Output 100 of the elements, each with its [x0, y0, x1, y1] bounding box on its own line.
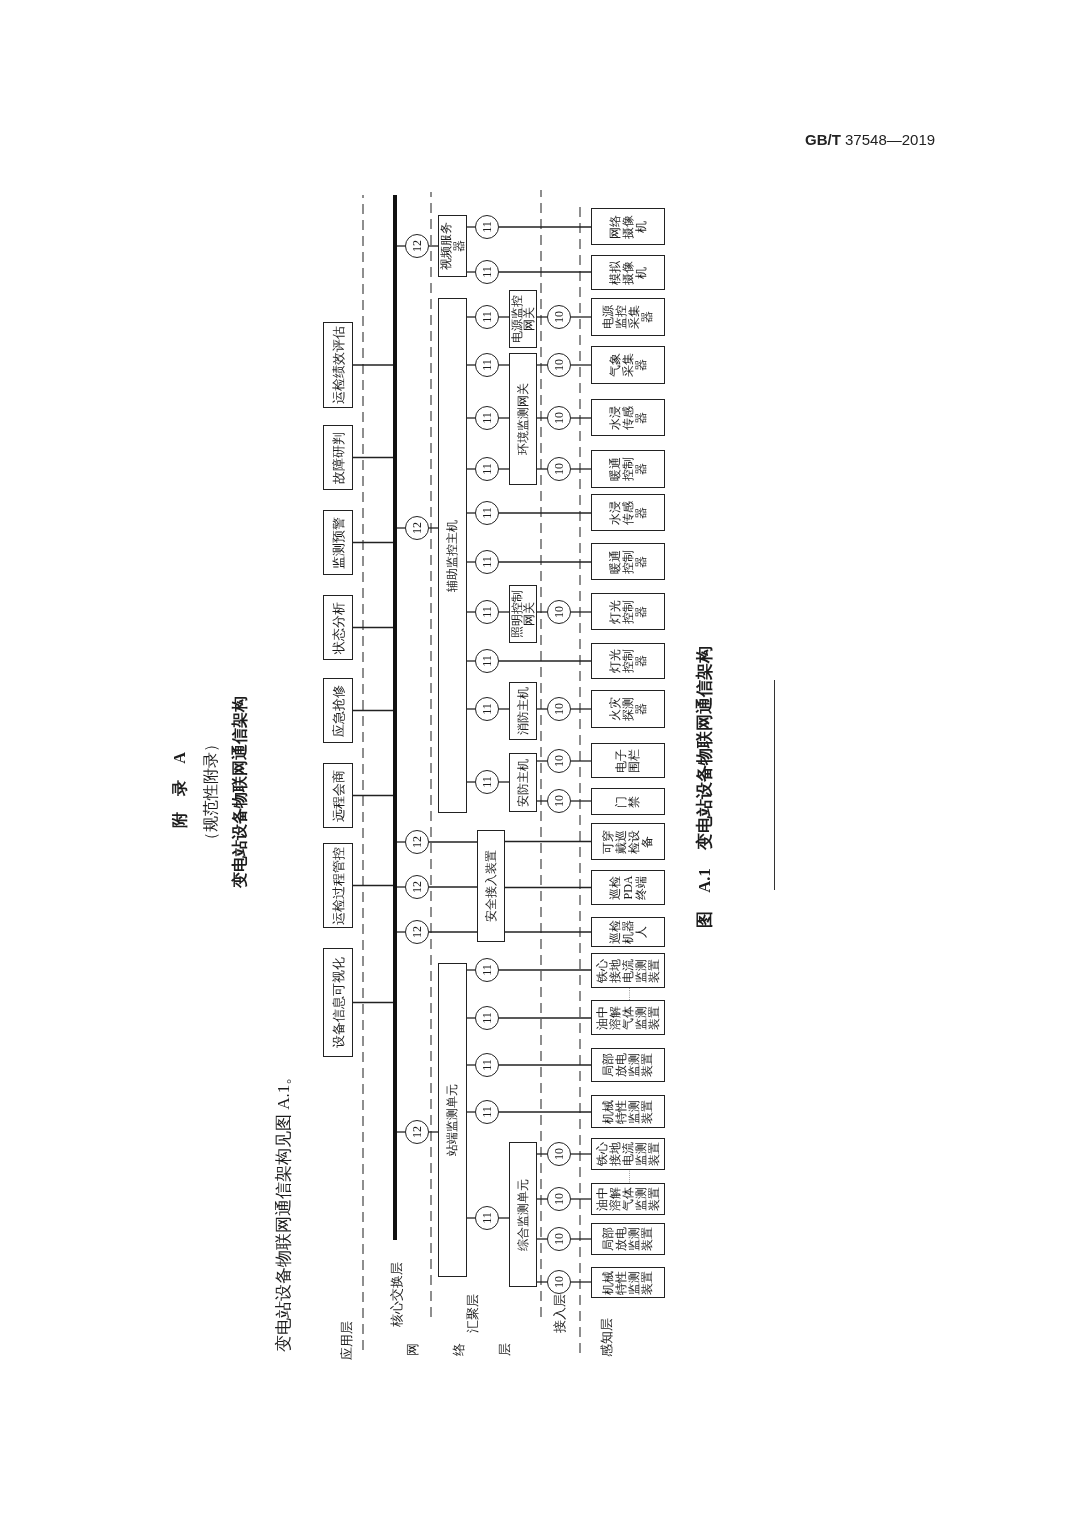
application-box: 应急抢修: [323, 678, 353, 743]
connector-line: [570, 468, 592, 470]
layer-label: 核心交换层: [388, 1262, 405, 1327]
connector-line: [536, 1238, 548, 1240]
connector-line: [498, 708, 510, 710]
connector-line: [352, 541, 394, 544]
connector-line: [536, 611, 548, 613]
connector-line: [498, 561, 592, 563]
connector-line: [466, 417, 476, 419]
layer-label: 应用层: [338, 1321, 355, 1360]
layer-label: 网络层: [405, 1343, 513, 1356]
connector-line: [570, 800, 592, 802]
connector-line: [466, 561, 476, 563]
connector-line: [498, 969, 592, 971]
terminal-device-box: 灯光控制器: [591, 643, 665, 679]
aggregation-unit-box: 站端监测单元: [438, 963, 467, 1277]
connector-line: [396, 841, 406, 843]
aggregation-unit-box: 安全接入装置: [477, 830, 505, 942]
interface-number-circle: 11: [475, 457, 499, 481]
interface-number-circle: 10: [547, 1142, 571, 1166]
connector-line: [396, 1131, 406, 1133]
connector-line: [428, 931, 478, 933]
interface-number-circle: 11: [475, 770, 499, 794]
connector-line: [498, 226, 592, 228]
aggregation-unit-box: 视频服务器: [438, 215, 467, 277]
connector-line: [498, 1064, 592, 1066]
interface-number-circle: 11: [475, 1206, 499, 1230]
connector-line: [396, 931, 406, 933]
connector-line: [498, 781, 510, 783]
interface-number-circle: 12: [405, 875, 429, 899]
connector-line: [536, 364, 548, 366]
interface-number-circle: 11: [475, 501, 499, 525]
terminal-device-box: 暖通控制器: [591, 450, 665, 488]
terminal-device-box: 铁心接地电流监测装置: [591, 953, 665, 988]
interface-number-circle: 11: [475, 215, 499, 239]
figure-caption: 图 A.1 变电站设备物联网通信架构: [694, 646, 715, 928]
interface-number-circle: 11: [475, 600, 499, 624]
connector-line: [498, 364, 510, 366]
connector-line: [466, 660, 476, 662]
interface-number-circle: 11: [475, 1100, 499, 1124]
interface-number-circle: 11: [475, 260, 499, 284]
connector-line: [352, 626, 394, 629]
interface-number-circle: 11: [475, 406, 499, 430]
connector-line: [352, 456, 394, 459]
aggregation-unit-box: 辅助监控主机: [438, 298, 467, 813]
connector-line: [498, 417, 510, 419]
interface-number-circle: 12: [405, 234, 429, 258]
connector-line: [536, 417, 548, 419]
connector-line: [498, 660, 592, 662]
interface-number-circle: 10: [547, 1270, 571, 1294]
connector-line: [498, 316, 510, 318]
connector-line: [396, 245, 406, 247]
connector-line: [498, 468, 510, 470]
access-unit-box: 消防主机: [509, 682, 537, 740]
connector-line: [536, 708, 548, 710]
interface-number-circle: 11: [475, 353, 499, 377]
application-box: 运检绩效评估: [323, 322, 353, 408]
connector-line: [570, 1281, 592, 1283]
connector-line: [570, 316, 592, 318]
connector-line: [466, 1217, 476, 1219]
connector-line: [570, 760, 592, 762]
interface-number-circle: 11: [475, 649, 499, 673]
connector-line: [466, 364, 476, 366]
connector-line: [428, 527, 439, 529]
interface-number-circle: 10: [547, 457, 571, 481]
interface-number-circle: 11: [475, 1053, 499, 1077]
application-box: 故障研判: [323, 425, 353, 490]
connector-line: [428, 245, 439, 247]
connector-line: [536, 1198, 548, 1200]
interface-number-circle: 12: [405, 1120, 429, 1144]
interface-number-circle: 12: [405, 516, 429, 540]
interface-number-circle: 10: [547, 353, 571, 377]
interface-number-circle: 10: [547, 1187, 571, 1211]
application-box: 远程会商: [323, 763, 353, 828]
connector-line: [466, 611, 476, 613]
interface-number-circle: 10: [547, 600, 571, 624]
connector-line: [466, 1064, 476, 1066]
interface-number-circle: 10: [547, 697, 571, 721]
connector-line: [428, 1131, 439, 1133]
connector-line: [498, 1111, 592, 1113]
connector-line: [498, 271, 592, 273]
terminal-device-box: 油中溶解气体监测装置: [591, 1183, 665, 1215]
connector-line: [428, 841, 478, 843]
connector-line: [466, 226, 476, 228]
connector-line: [498, 512, 592, 514]
terminal-device-box: 机械特性监测装置: [591, 1267, 665, 1298]
interface-number-circle: 11: [475, 697, 499, 721]
connector-line: [504, 931, 592, 933]
connector-line: [396, 527, 406, 529]
intro-sentence: 变电站设备物联网通信架构见图 A.1。: [272, 1067, 294, 1352]
interface-number-circle: 10: [547, 749, 571, 773]
terminal-device-box: 铁心接地电流监测装置: [591, 1138, 665, 1170]
connector-line: [536, 1281, 548, 1283]
connector-line: [466, 271, 476, 273]
connector-line: [536, 316, 548, 318]
access-unit-box: 环境监测网关: [509, 353, 537, 485]
connector-line: [536, 1153, 548, 1155]
connector-line: [536, 760, 548, 762]
connector-line: [466, 708, 476, 710]
connector-line: [352, 364, 394, 366]
